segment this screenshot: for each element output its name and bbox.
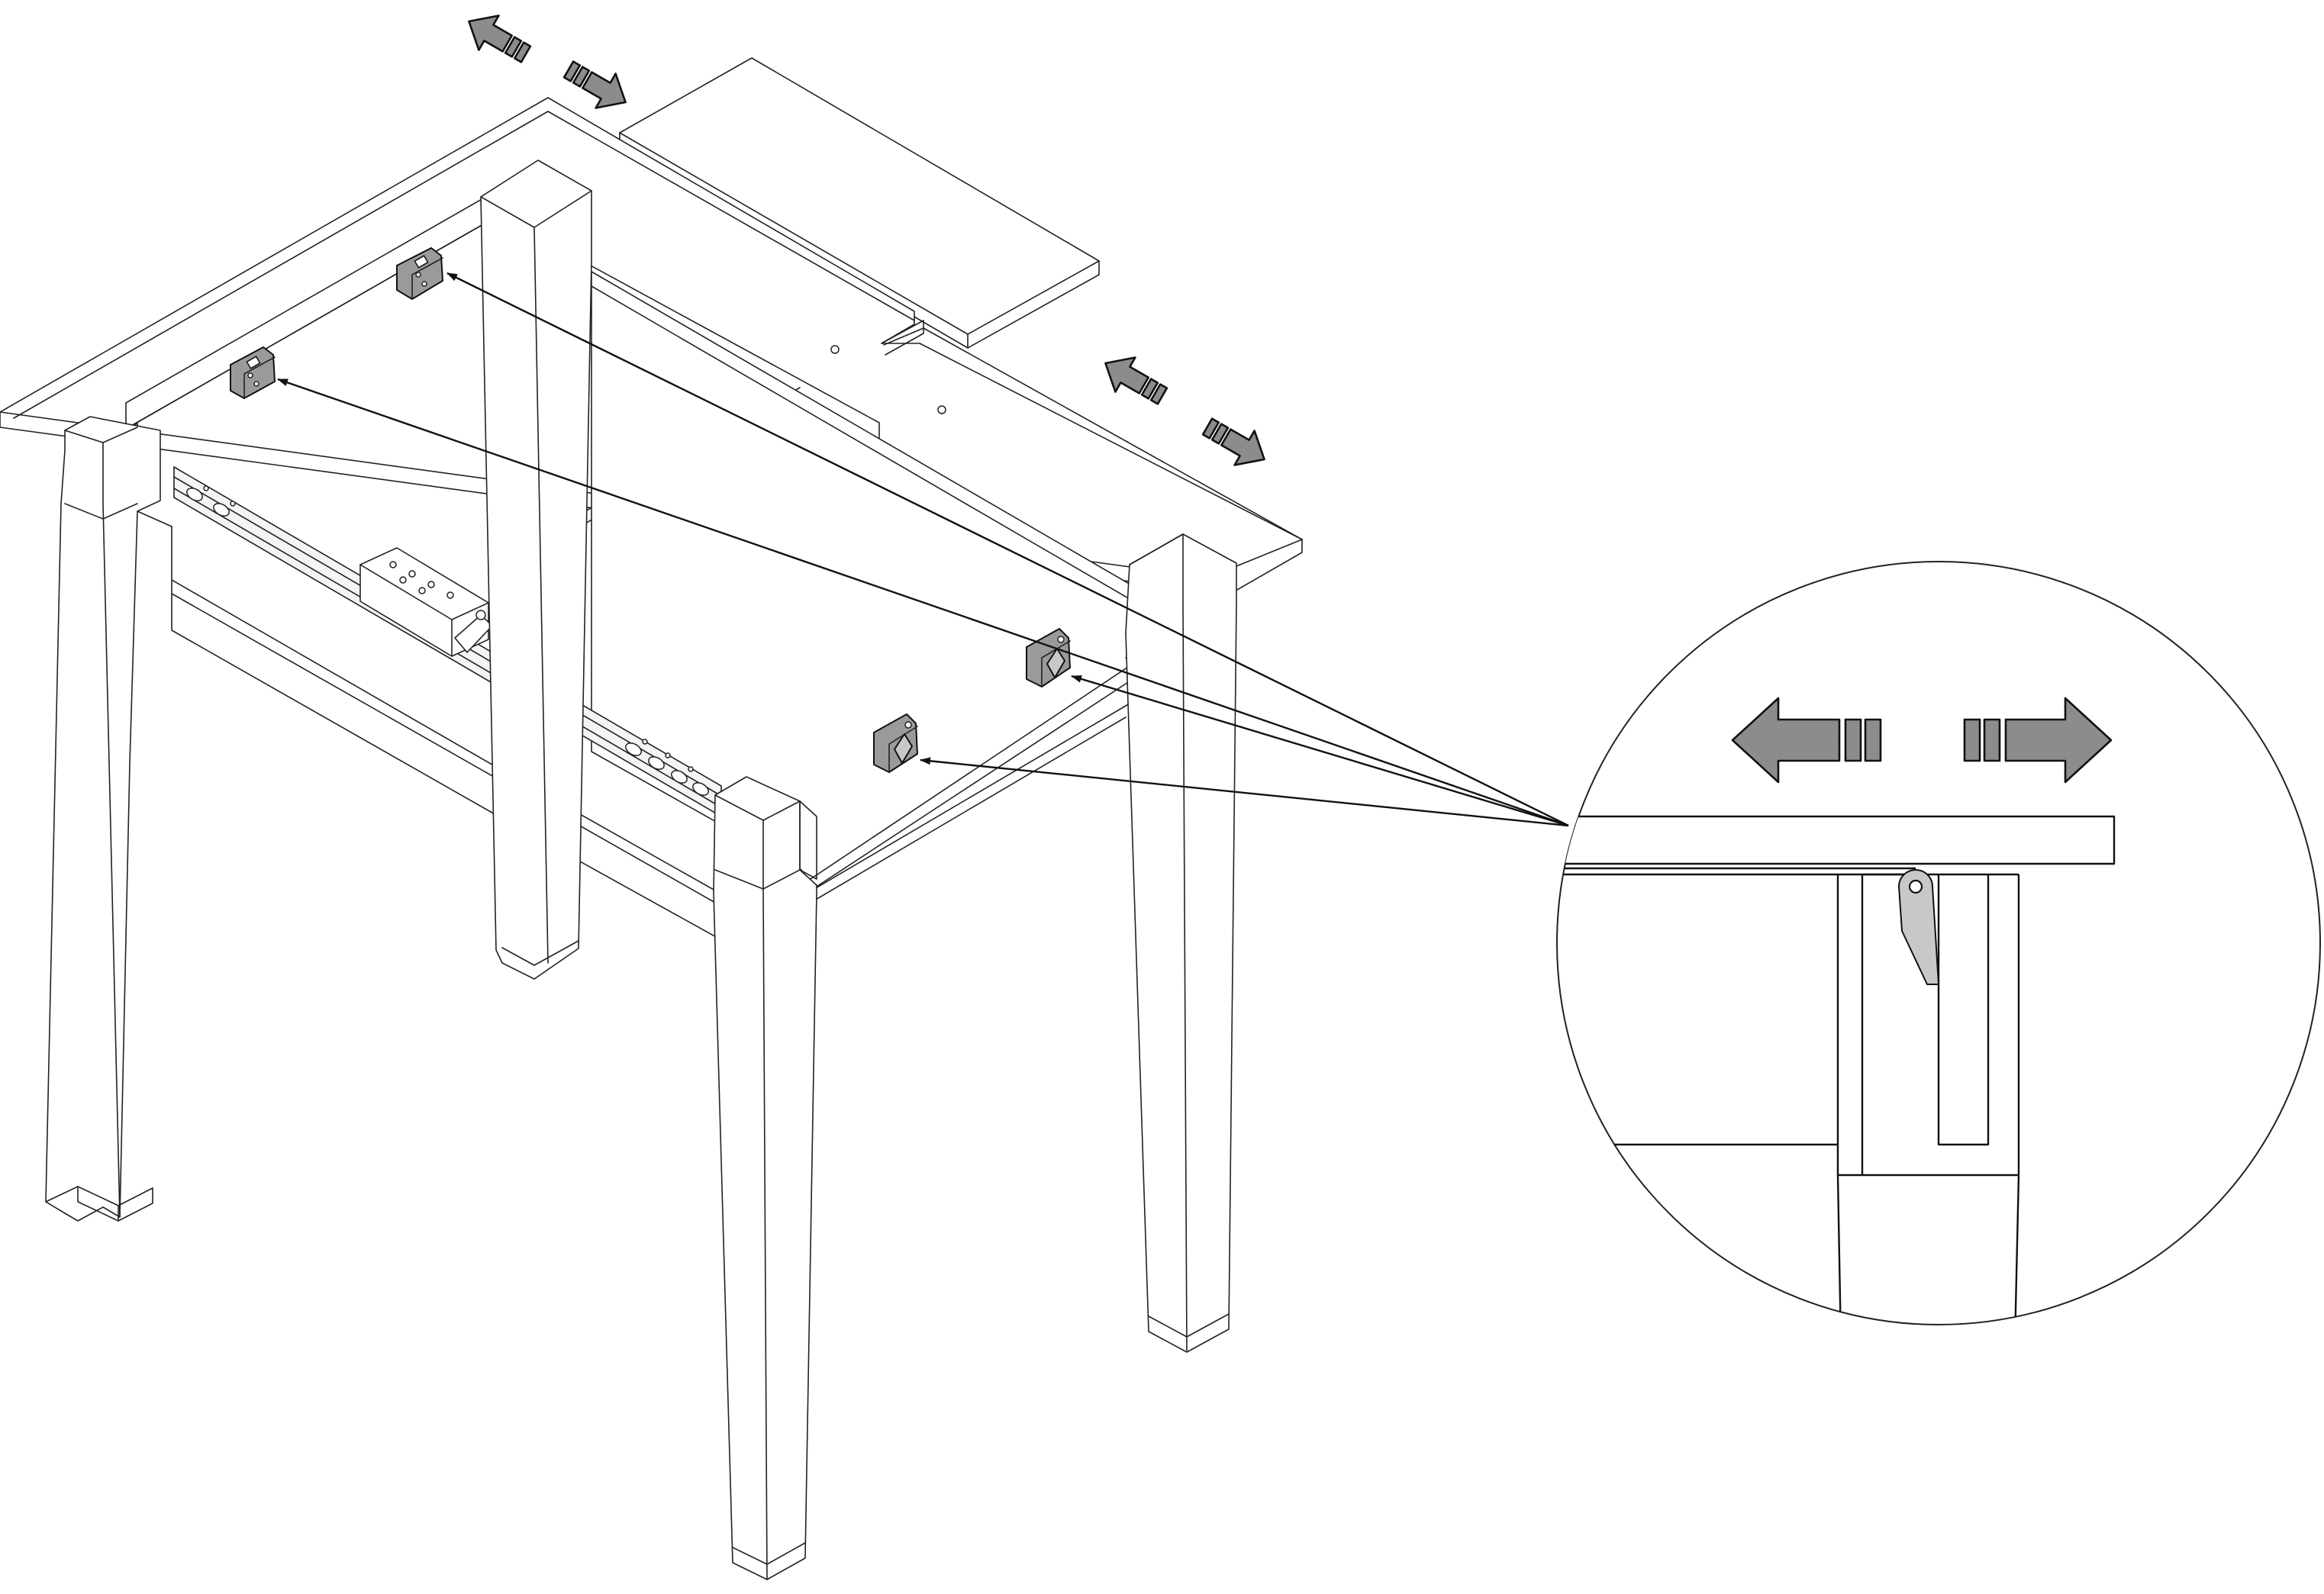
arrow-out-left [468,14,532,63]
double-arrow-extension-right [1104,356,1265,466]
detail-arrow-left-icon [1731,697,1882,784]
double-arrow-detail [1731,697,2113,784]
bracket-front-lower [873,713,918,773]
leader-lines [277,272,1569,827]
leg-front-left [45,416,161,1222]
slide-rail [173,465,722,818]
leg-back-left [480,159,592,980]
bracket-back-lower [230,346,276,399]
bracket-front-upper [1026,628,1071,688]
leg-front-right [713,776,817,1580]
arrow-out-left-2 [1104,356,1168,405]
bracket-back-upper [396,247,443,300]
detail-circle [1556,561,2321,1325]
arrow-in-right-2 [1201,417,1265,466]
leg-back-right [1125,533,1237,1353]
double-arrow-extension-top [468,14,627,109]
detail-arrow-right-icon [1963,697,2113,784]
arrow-in-right [562,60,627,109]
